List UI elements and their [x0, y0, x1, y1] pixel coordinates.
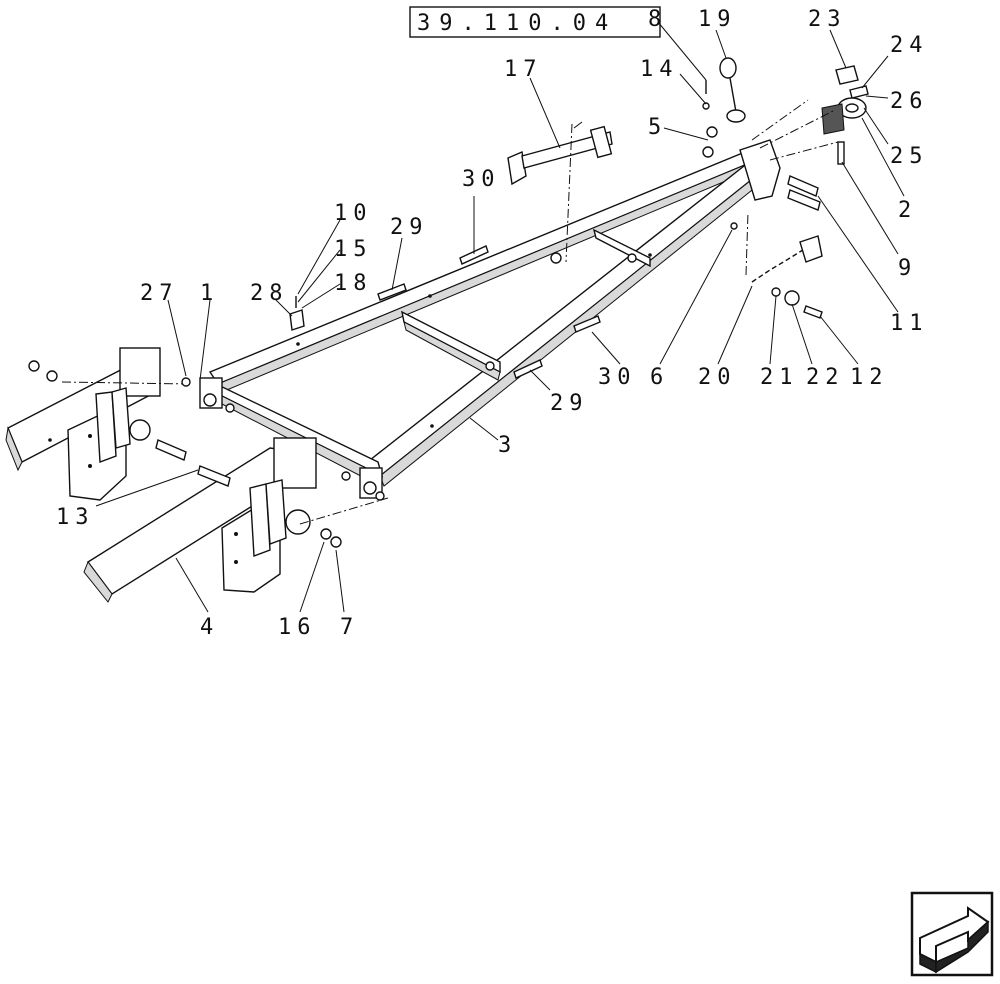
callout-5: 5: [648, 115, 667, 140]
leader-lines: [95, 21, 905, 613]
callout-21: 21: [760, 365, 799, 390]
axle-right: [83, 437, 389, 603]
callout-9: 9: [898, 256, 917, 281]
decal-30a: [459, 245, 489, 265]
callout-14: 14: [640, 57, 679, 82]
callout-12: 12: [850, 365, 889, 390]
left-hardware: [289, 296, 305, 331]
callout-20: 20: [698, 365, 737, 390]
callout-3: 3: [498, 433, 517, 458]
hitch-assembly-parts: [702, 57, 869, 319]
callout-25: 25: [890, 144, 929, 169]
callout-10: 10: [334, 201, 373, 226]
callout-23: 23: [808, 7, 847, 32]
callout-2: 2: [898, 198, 917, 223]
callout-22: 22: [806, 365, 845, 390]
callout-29-left: 29: [390, 215, 429, 240]
callout-1: 1: [200, 281, 219, 306]
axle-left: [5, 347, 191, 501]
callout-27: 27: [140, 281, 179, 306]
callout-24: 24: [890, 33, 929, 58]
callout-6: 6: [650, 365, 669, 390]
callout-19: 19: [698, 7, 737, 32]
callout-17: 17: [504, 57, 543, 82]
tongue-frame: [199, 139, 781, 499]
reference-code: 39.110.04: [417, 11, 617, 36]
callout-30-right: 30: [598, 365, 637, 390]
decal-29a: [377, 283, 407, 301]
next-page-arrow-icon[interactable]: [910, 891, 994, 977]
callout-7: 7: [340, 615, 359, 640]
rear-hardware: [181, 377, 385, 501]
callout-labels: 8 19 23 24 26 25 2 9 11 12 22 21 20 6 30…: [56, 7, 929, 640]
callout-4: 4: [200, 615, 219, 640]
callout-28: 28: [250, 281, 289, 306]
callout-11: 11: [890, 311, 929, 336]
callout-18: 18: [334, 271, 373, 296]
callout-8: 8: [648, 7, 667, 32]
jack-stand-part: [507, 121, 613, 263]
callout-15: 15: [334, 237, 373, 262]
callout-26: 26: [890, 89, 929, 114]
callout-30-left: 30: [462, 167, 501, 192]
callout-13: 13: [56, 505, 95, 530]
decal-29b: [513, 359, 543, 379]
callout-16: 16: [278, 615, 317, 640]
decal-30b: [573, 315, 601, 333]
reference-code-box: 39.110.04: [409, 6, 661, 38]
callout-29-right: 29: [550, 391, 589, 416]
